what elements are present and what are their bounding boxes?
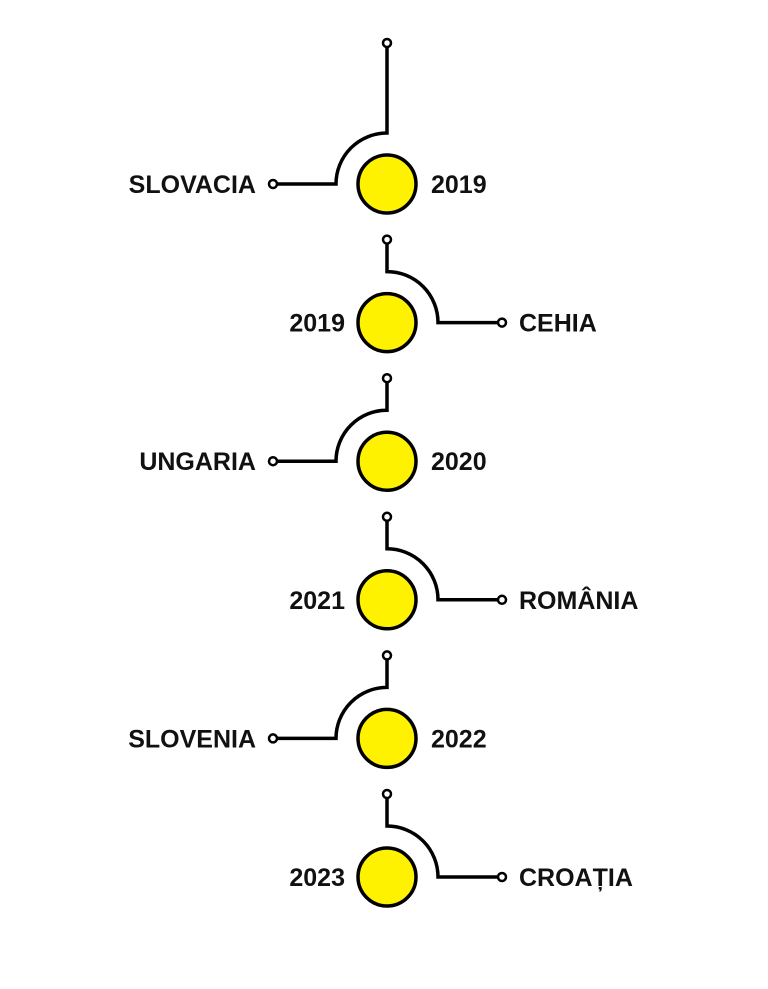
year-label: 2023: [289, 864, 345, 892]
connector-dot-top: [381, 234, 393, 245]
connector-dot-top: [381, 788, 393, 800]
year-node-circle: [356, 291, 418, 354]
connector-dot-end: [496, 317, 508, 328]
connector-line: [385, 798, 498, 879]
connector-dot-end: [267, 178, 279, 190]
year-label: 2019: [289, 310, 345, 338]
country-label: SLOVACIA: [129, 171, 256, 199]
timeline-node-4: SLOVENIA 2022: [128, 650, 487, 770]
year-node-circle: [356, 153, 418, 215]
year-node-circle: [356, 846, 418, 908]
country-label: CROAȚIA: [519, 864, 633, 892]
timeline-node-2: UNGARIA 2020: [139, 372, 487, 492]
connector-line: [385, 243, 498, 325]
connector-dot-top: [381, 650, 393, 661]
year-node-circle: [356, 569, 418, 631]
connector-line: [277, 47, 389, 186]
connector-line: [277, 659, 389, 741]
country-label: SLOVENIA: [128, 725, 256, 753]
country-label: ROMÂNIA: [519, 585, 638, 615]
connector-line: [277, 382, 389, 463]
connector-dot-end: [267, 733, 279, 744]
timeline-node-0: SLOVACIA 2019: [129, 37, 487, 215]
connector-dot-end: [496, 594, 508, 606]
year-label: 2019: [431, 171, 487, 199]
timeline-node-1: CEHIA 2019: [289, 234, 597, 354]
connector-dot-end: [267, 455, 279, 467]
connector-dot-top: [381, 372, 393, 384]
year-label: 2022: [431, 725, 487, 753]
year-node-circle: [356, 707, 418, 770]
country-label: UNGARIA: [139, 448, 256, 476]
connector-line: [385, 520, 498, 602]
connector-dot-top: [381, 37, 393, 49]
connector-dot-end: [496, 871, 508, 883]
country-label: CEHIA: [519, 310, 597, 338]
timeline-node-5: CROAȚIA 2023: [289, 788, 633, 908]
year-label: 2020: [431, 448, 487, 476]
year-label: 2021: [289, 587, 345, 615]
connector-dot-top: [381, 511, 393, 523]
year-node-circle: [356, 430, 418, 492]
timeline-node-3: ROMÂNIA 2021: [289, 511, 638, 631]
